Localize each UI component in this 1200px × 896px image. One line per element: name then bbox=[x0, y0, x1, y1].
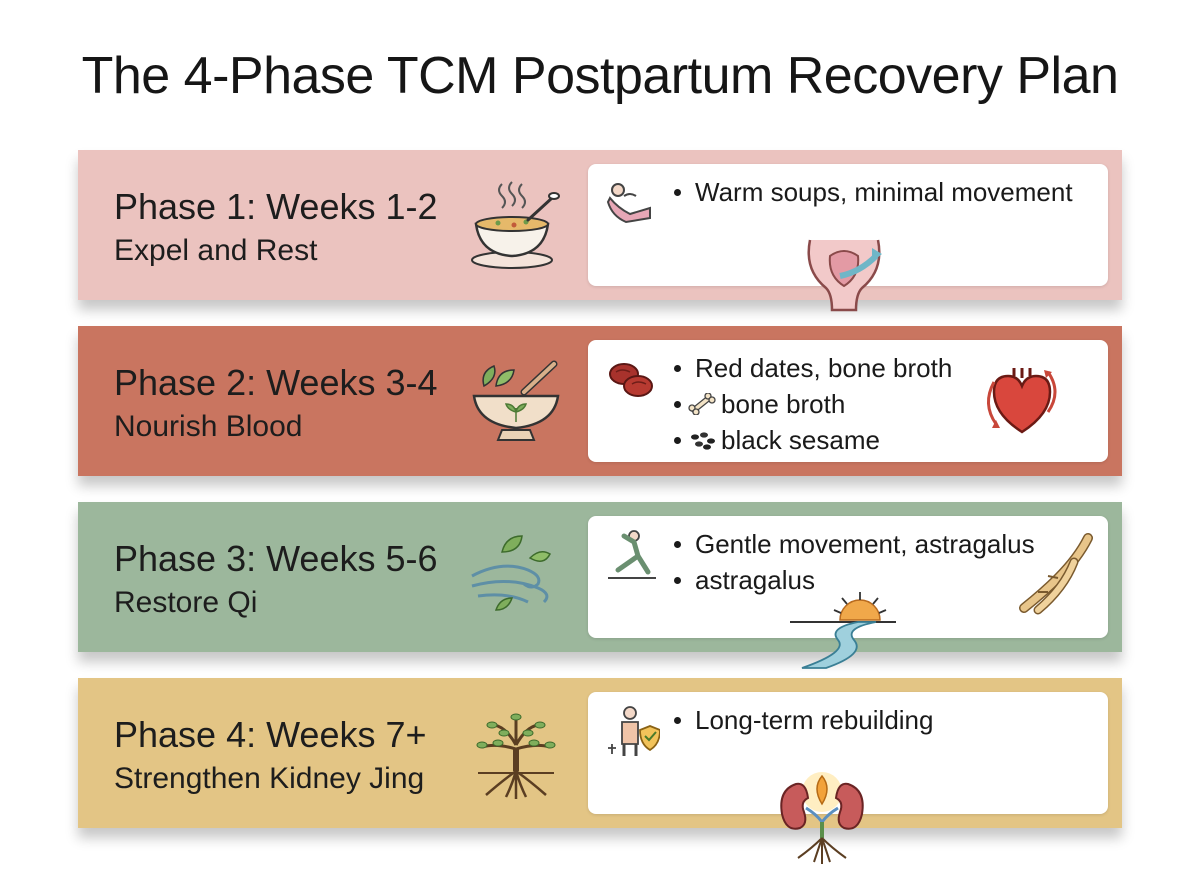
resting-mother-icon bbox=[606, 183, 651, 224]
bullet-item: Warm soups, minimal movement bbox=[674, 174, 1073, 210]
yoga-stretch-icon bbox=[608, 530, 656, 579]
phase-subtitle: Strengthen Kidney Jing bbox=[114, 762, 425, 795]
phase-2-card: Red dates, bone broth bone broth bbox=[588, 340, 1108, 462]
person-shield-icon bbox=[608, 706, 660, 756]
bullet-item: astragalus bbox=[674, 562, 1035, 598]
bullet-list: Gentle movement, astragalus astragalus bbox=[674, 526, 1035, 598]
phase-subtitle: Expel and Rest bbox=[114, 234, 318, 267]
ginseng-root-icon bbox=[1019, 533, 1093, 615]
bullet-item: Red dates, bone broth bbox=[674, 350, 952, 386]
page-title: The 4-Phase TCM Postpartum Recovery Plan bbox=[81, 47, 1119, 105]
phase-title: Phase 4: Weeks 7+ bbox=[114, 714, 427, 755]
phase-3-band: Phase 3: Weeks 5-6 Restore Qi Gentle mov… bbox=[78, 502, 1122, 669]
phase-1-card: Warm soups, minimal movement bbox=[588, 164, 1108, 286]
bullet-item: Long-term rebuilding bbox=[674, 702, 933, 738]
bullet-list: Long-term rebuilding bbox=[674, 702, 933, 738]
kidneys-flame-icon bbox=[780, 772, 864, 864]
bullet-item: Gentle movement, astragalus bbox=[674, 526, 1035, 562]
phase-subtitle: Restore Qi bbox=[114, 586, 258, 619]
bullet-item: bone broth bbox=[674, 386, 952, 422]
bullet-list: Warm soups, minimal movement bbox=[674, 174, 1073, 210]
bone-icon bbox=[688, 393, 716, 415]
phase-subtitle: Nourish Blood bbox=[114, 410, 303, 443]
bullet-item: black sesame bbox=[674, 422, 952, 458]
phase-1-band: Phase 1: Weeks 1-2 Expel and Rest Warm s… bbox=[78, 150, 1122, 312]
sunrise-river-icon bbox=[790, 592, 896, 669]
tree-roots-icon bbox=[476, 713, 556, 799]
phase-title: Phase 2: Weeks 3-4 bbox=[114, 362, 438, 403]
phase-4-band: Phase 4: Weeks 7+ Strengthen Kidney Jing… bbox=[78, 678, 1122, 864]
phase-title: Phase 1: Weeks 1-2 bbox=[114, 186, 438, 227]
bullet-list: Red dates, bone broth bone broth bbox=[674, 350, 952, 458]
phase-title: Phase 3: Weeks 5-6 bbox=[114, 538, 438, 579]
phase-2-band: Phase 2: Weeks 3-4 Nourish Blood Red dat… bbox=[78, 326, 1122, 476]
wind-leaves-icon bbox=[471, 535, 551, 611]
heart-circulation-icon bbox=[987, 368, 1057, 434]
mortar-pestle-herbs-icon bbox=[472, 360, 560, 441]
uterus-arrow-icon bbox=[807, 239, 882, 312]
sesame-seeds-icon bbox=[691, 432, 715, 450]
soup-bowl-icon bbox=[471, 181, 560, 269]
red-dates-icon bbox=[609, 363, 653, 397]
